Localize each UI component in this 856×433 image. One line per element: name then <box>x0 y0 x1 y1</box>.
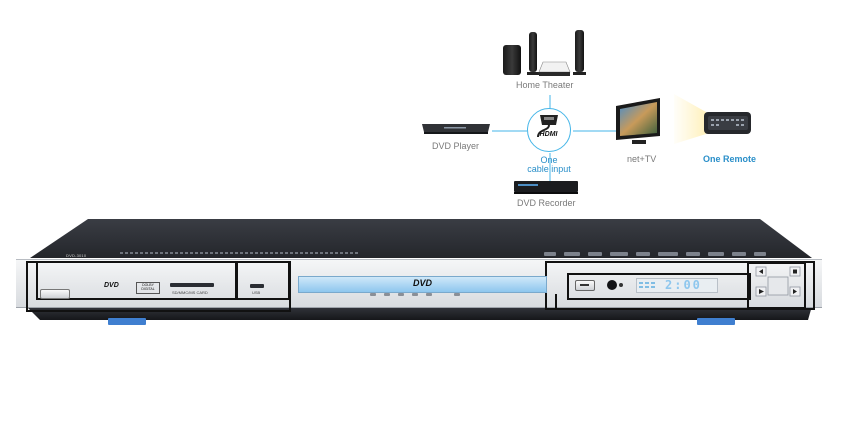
tray-button[interactable] <box>384 293 390 296</box>
dolby-digital-badge: DOLBY DIGITAL <box>136 282 160 294</box>
net-tv-icon <box>616 98 660 144</box>
dvd-player-label: DVD Player <box>432 141 480 151</box>
hdmi-logo: HDMI <box>539 131 558 138</box>
one-cable-line1: One <box>540 155 558 165</box>
home-theater-icon <box>503 30 586 76</box>
tray-button[interactable] <box>412 293 418 296</box>
one-cable-line2: cable input <box>527 164 571 174</box>
power-button[interactable] <box>40 289 70 299</box>
right-foot <box>697 318 735 325</box>
dvd-recorder-icon <box>514 181 578 194</box>
tray-button[interactable] <box>454 293 460 296</box>
eject-button[interactable] <box>575 280 595 291</box>
net-tv-label: net+TV <box>627 154 657 164</box>
one-cable-input-label: One cable input <box>516 156 582 174</box>
one-remote-label: One Remote <box>703 154 757 164</box>
top-text-strip <box>120 252 360 254</box>
dvd-player-icon <box>422 124 490 134</box>
card-slot-label: SD/MMC/MS CARD <box>172 290 208 295</box>
card-slot[interactable] <box>170 283 214 287</box>
eject-icon <box>580 284 589 286</box>
dvd-recorder-label: DVD Recorder <box>517 198 576 208</box>
left-foot <box>108 318 146 325</box>
usb-label: USB <box>252 290 261 295</box>
hdmi-cable-circle: HDMI <box>527 108 571 152</box>
stop-icon <box>793 269 797 274</box>
ir-sensor <box>607 280 617 290</box>
display-time: 2:00 <box>665 278 702 292</box>
home-theater-label: Home Theater <box>516 80 574 90</box>
vfd-display: 2:00 <box>636 278 718 293</box>
prev-icon <box>759 269 763 274</box>
format-logo-strip <box>544 252 766 256</box>
tray-dvd-logo: DVD <box>412 278 432 288</box>
enter-button[interactable] <box>767 276 789 296</box>
model-label: DVD-3010 <box>66 253 87 258</box>
dolby-line1: DOLBY <box>142 283 154 287</box>
display-indicators <box>639 282 655 288</box>
usb-port[interactable] <box>250 284 264 288</box>
one-remote-icon <box>674 94 751 144</box>
dvd-logo-left: DVD <box>104 282 119 289</box>
nav-button-cluster <box>755 266 801 297</box>
tray-button-row <box>370 293 460 296</box>
dolby-line2: DIGITAL <box>141 287 155 291</box>
disc-tray[interactable]: DVD <box>298 276 547 293</box>
hdmi-connector-icon <box>537 115 558 138</box>
play-icon <box>759 289 764 294</box>
tray-button[interactable] <box>426 293 432 296</box>
tray-button[interactable] <box>398 293 404 296</box>
next-icon <box>793 289 797 294</box>
indicator-dot <box>619 283 623 287</box>
tray-button[interactable] <box>370 293 376 296</box>
